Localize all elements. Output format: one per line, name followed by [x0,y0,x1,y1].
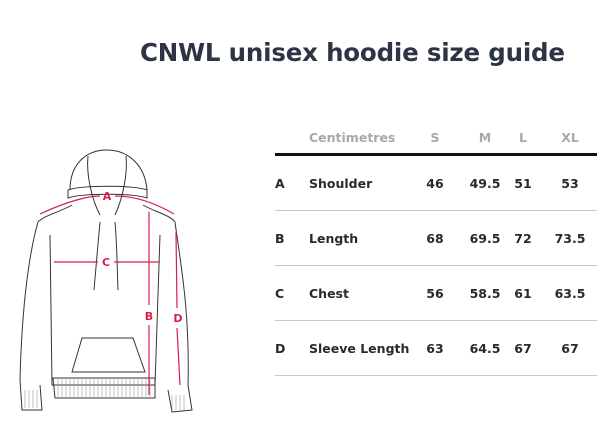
value-m: 58.5 [469,286,501,301]
value-m: 64.5 [469,341,501,356]
value-l: 67 [514,341,532,356]
table-row: D Sleeve Length 63 64.5 67 67 [275,321,597,376]
table-header-row: Centimetres S M L XL [275,110,597,156]
value-m: 49.5 [469,176,501,191]
value-xl: 63.5 [554,286,586,301]
value-s: 56 [426,286,444,301]
label-a: A [103,190,112,203]
table-row: B Length 68 69.5 72 73.5 [275,211,597,266]
row-key: D [275,341,286,356]
label-d: D [173,312,182,325]
hoodie-diagram: A C B D [0,140,200,417]
value-s: 63 [426,341,444,356]
value-m: 69.5 [469,231,501,246]
label-b: B [145,310,153,323]
table-row: A Shoulder 46 49.5 51 53 [275,156,597,211]
hoodie-outline-icon [19,149,193,413]
value-s: 46 [426,176,444,191]
size-header-xl: XL [561,130,579,145]
value-l: 51 [514,176,532,191]
value-xl: 73.5 [554,231,586,246]
value-xl: 53 [561,176,579,191]
size-table: Centimetres S M L XL A Shoulder 46 49.5 … [275,110,597,376]
row-name: Length [309,231,359,246]
table-row: C Chest 56 58.5 61 63.5 [275,266,597,321]
header-divider [275,153,597,156]
value-l: 61 [514,286,532,301]
row-divider [275,210,597,211]
row-key: C [275,286,285,301]
ribbing-pattern [24,379,185,410]
value-xl: 67 [561,341,579,356]
row-name: Shoulder [309,176,373,191]
row-name: Chest [309,286,349,301]
row-key: A [275,176,285,191]
value-l: 72 [514,231,532,246]
value-s: 68 [426,231,444,246]
size-header-l: L [519,130,527,145]
label-c: C [102,256,110,269]
page-title: CNWL unisex hoodie size guide [140,38,565,67]
row-name: Sleeve Length [309,341,410,356]
unit-header: Centimetres [309,130,396,145]
row-divider [275,375,597,376]
row-divider [275,320,597,321]
row-key: B [275,231,285,246]
size-header-s: S [430,130,440,145]
size-header-m: M [478,130,492,145]
row-divider [275,265,597,266]
